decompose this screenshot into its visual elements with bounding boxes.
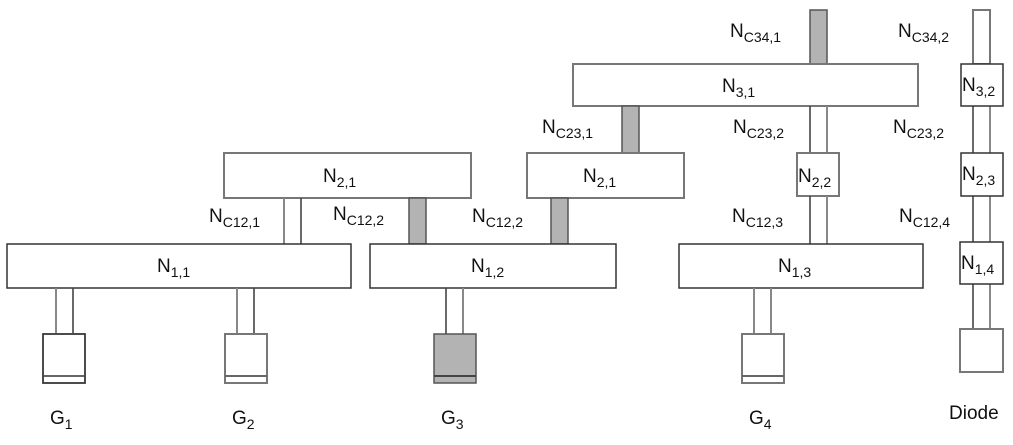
connector-c12-2-left: [408, 197, 427, 245]
connector-c34-1-label: NC34,1: [730, 21, 781, 45]
connector-c12-1: [283, 198, 302, 244]
connector-c12-2-left-label: NC12,2: [333, 204, 384, 228]
diode-box: [959, 328, 1004, 373]
node-n1-3: [678, 243, 924, 289]
connector-c12-1-label: NC12,1: [209, 206, 260, 230]
connector-c12-4: [972, 196, 991, 242]
node-n2-1-left: [223, 152, 472, 199]
diode-label: Diode: [949, 403, 999, 424]
gate-g1-outline: [42, 333, 86, 384]
gate-g4-label: G4: [749, 408, 772, 432]
connector-c12-3-label: NC12,3: [732, 206, 783, 230]
node-n1-1: [6, 243, 352, 289]
connector-c23-2-right-label: NC23,2: [893, 117, 944, 141]
node-n3-2-label: N3,2: [962, 75, 995, 99]
connector-c23-1-label: NC23,1: [542, 117, 593, 141]
connector-c34-2: [972, 9, 991, 65]
node-n2-1-mid-label: N2,1: [583, 166, 616, 190]
node-n1-4: [959, 241, 1004, 285]
node-n1-4-label: N1,4: [961, 253, 994, 277]
connector-c12-2-right-label: NC12,2: [472, 206, 523, 230]
node-n2-3-label: N2,3: [962, 164, 995, 188]
connector-c12-4-label: NC12,4: [899, 206, 950, 230]
connector-c23-2-mid: [809, 106, 828, 153]
connector-c34-1: [809, 9, 828, 65]
diode-column: [959, 9, 1004, 373]
gate-g2-label: G2: [232, 408, 255, 432]
connector-c23-1: [621, 105, 640, 154]
gate-g1-label: G1: [50, 408, 73, 432]
gate-g4: [741, 288, 785, 384]
node-n3-1: [572, 63, 919, 107]
node-n1-2-label: N1,2: [471, 256, 504, 280]
diode-wire: [972, 284, 991, 329]
node-n1-2: [369, 243, 617, 289]
node-n3-2: [960, 63, 1004, 107]
gate-g1: [42, 288, 86, 384]
gate-g3-label: G3: [441, 408, 464, 432]
connector-c12-2-right: [550, 197, 569, 245]
node-n2-3: [960, 152, 1004, 197]
node-n3-1-label: N3,1: [722, 76, 755, 100]
node-n2-2-label: N2,2: [798, 166, 831, 190]
connector-c23-2-mid-label: NC23,2: [733, 117, 784, 141]
node-n2-1-mid: [526, 152, 685, 199]
gate-g2: [224, 288, 268, 384]
node-n1-3-label: N1,3: [778, 256, 811, 280]
connector-c23-2-right: [972, 106, 991, 153]
connector-c34-2-label: NC34,2: [898, 21, 949, 45]
node-n2-1-left-label: N2,1: [323, 166, 356, 190]
gate-g3: [433, 288, 477, 384]
connector-c12-3: [809, 196, 828, 244]
node-n2-2: [796, 152, 840, 197]
node-n1-1-label: N1,1: [157, 256, 190, 280]
